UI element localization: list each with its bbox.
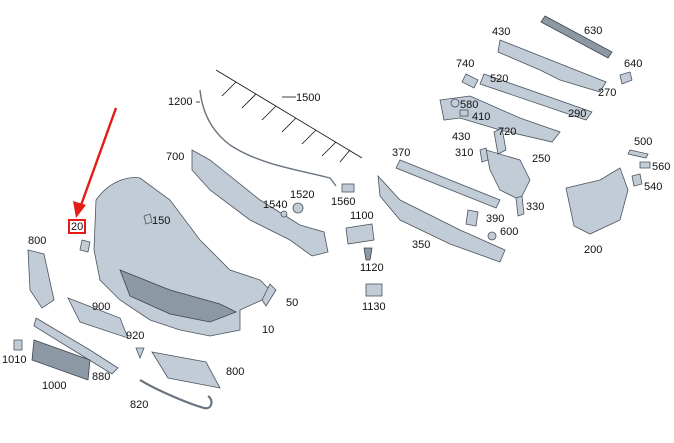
part-270[interactable] (479, 73, 593, 121)
part-430-upper[interactable] (497, 39, 607, 93)
part-800-left[interactable] (27, 249, 55, 309)
callout-820: 820 (130, 399, 149, 411)
part-1010[interactable] (13, 339, 23, 351)
part-1000[interactable] (31, 339, 91, 381)
callout-560: 560 (652, 161, 671, 173)
part-880[interactable] (33, 317, 119, 375)
callout-800-right: 800 (226, 366, 245, 378)
part-1200-harness[interactable] (199, 89, 337, 187)
callout-580: 580 (460, 99, 479, 111)
callout-520: 520 (490, 73, 509, 85)
callout-880: 880 (92, 371, 111, 383)
part-500[interactable] (627, 149, 649, 159)
part-1500-grid[interactable] (215, 69, 363, 163)
part-630[interactable] (540, 15, 613, 59)
callout-640: 640 (624, 58, 643, 70)
part-370[interactable] (395, 159, 501, 209)
part-1120[interactable] (363, 247, 373, 261)
part-640[interactable] (619, 71, 633, 85)
part-410[interactable] (459, 109, 469, 117)
part-720[interactable] (493, 127, 507, 155)
callout-800-left: 800 (28, 235, 47, 247)
highlight-box (68, 219, 86, 234)
callout-500: 500 (634, 136, 653, 148)
part-1130[interactable] (365, 283, 383, 297)
part-920[interactable] (135, 347, 145, 360)
part-800-right[interactable] (151, 351, 221, 389)
part-1560[interactable] (341, 183, 355, 193)
callout-390: 390 (486, 213, 505, 225)
callout-740: 740 (456, 58, 475, 70)
callout-1100: 1100 (350, 210, 374, 222)
part-560[interactable] (639, 161, 651, 169)
part-290[interactable] (439, 95, 561, 143)
callout-350: 350 (412, 239, 431, 251)
callout-600: 600 (500, 226, 519, 238)
callout-920: 920 (126, 330, 145, 342)
part-540[interactable] (631, 173, 643, 187)
callout-150: 150 (152, 215, 171, 227)
callout-270: 270 (598, 87, 617, 99)
part-50[interactable] (261, 283, 277, 307)
part-900[interactable] (67, 297, 129, 339)
part-700[interactable] (191, 149, 329, 257)
leader-lines (196, 96, 296, 103)
callout-1560: 1560 (331, 196, 356, 208)
callout-1200: 1200 (168, 96, 193, 108)
callout-50: 50 (286, 297, 299, 309)
callout-1540: 1540 (263, 199, 288, 211)
callout-1130: 1130 (362, 301, 386, 313)
part-600[interactable] (487, 231, 497, 241)
callout-1000: 1000 (42, 380, 67, 392)
callout-1520: 1520 (290, 189, 315, 201)
part-390[interactable] (465, 209, 479, 227)
callout-430-lower: 430 (452, 131, 471, 143)
part-250[interactable] (485, 149, 531, 201)
part-820-trim[interactable] (139, 379, 213, 410)
part-20[interactable] (79, 239, 91, 253)
part-350[interactable] (377, 174, 506, 263)
callout-20: 20 (71, 221, 84, 233)
callout-700: 700 (166, 151, 185, 163)
part-310[interactable] (479, 147, 489, 163)
callout-370: 370 (392, 147, 411, 159)
callout-630: 630 (584, 25, 603, 37)
part-1540[interactable] (280, 210, 288, 218)
callout-1010: 1010 (2, 354, 27, 366)
callout-10: 10 (262, 324, 275, 336)
callout-310: 310 (455, 147, 474, 159)
part-1520[interactable] (292, 202, 304, 214)
part-330[interactable] (515, 195, 525, 217)
callout-330: 330 (526, 201, 545, 213)
part-740[interactable] (461, 73, 479, 89)
part-580[interactable] (450, 98, 460, 108)
callout-290: 290 (568, 108, 587, 120)
part-200[interactable] (565, 167, 629, 235)
part-150[interactable] (143, 213, 153, 225)
bumper-lower-opening (119, 269, 237, 323)
callout-900: 900 (92, 301, 111, 313)
callout-410: 410 (472, 111, 491, 123)
callout-250: 250 (532, 153, 551, 165)
callout-720: 720 (498, 126, 517, 138)
callout-540: 540 (644, 181, 663, 193)
part-1100[interactable] (345, 223, 375, 245)
callout-430-upper: 430 (492, 26, 511, 38)
red-arrow-icon (73, 107, 118, 218)
callout-1120: 1120 (360, 262, 384, 274)
callout-200: 200 (584, 244, 603, 256)
callout-1500: 1500 (296, 92, 321, 104)
